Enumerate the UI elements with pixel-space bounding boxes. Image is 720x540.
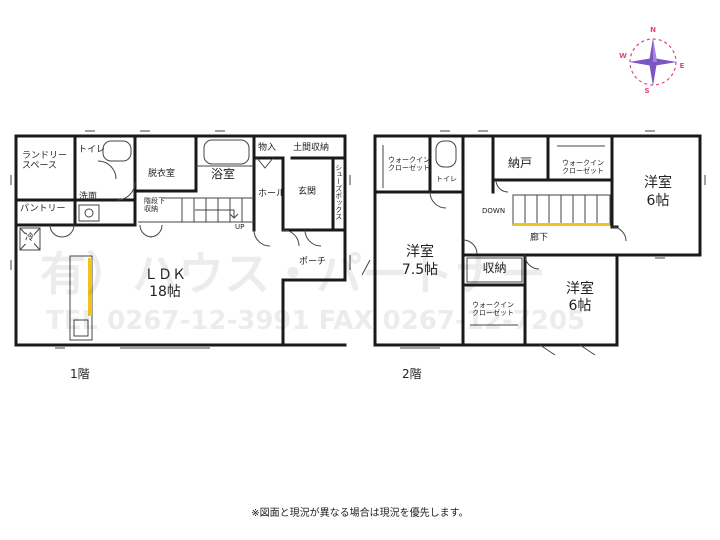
fridge-label: 冷 xyxy=(25,233,35,244)
room-corridor: 廊下 xyxy=(530,233,549,243)
room-bath: 浴室 xyxy=(211,167,236,181)
compass-w: W xyxy=(619,52,627,60)
room-toilet-1f: トイレ xyxy=(78,145,106,155)
room-nando: 納戸 xyxy=(508,156,533,170)
room-wic-right: ウォークイン クローゼット xyxy=(562,159,604,175)
stairs-up-label: UP xyxy=(235,223,245,231)
floor1-walls xyxy=(14,134,347,347)
room-western-se-size: 6帖 xyxy=(568,298,592,314)
disclaimer-note: ※図面と現況が異なる場合は現況を優先します。 xyxy=(251,508,469,519)
room-wic-bottom: ウォークイン クローゼット xyxy=(472,301,514,317)
compass-n: N xyxy=(650,26,656,34)
room-ldk-size: 18帖 xyxy=(149,284,181,300)
compass-rose: N E S W xyxy=(618,20,688,100)
room-washroom: 洗面 xyxy=(79,192,98,202)
room-western-se-name: 洋室 xyxy=(566,281,594,297)
floor2-thin-lines xyxy=(361,130,706,356)
room-hall: ホール xyxy=(258,189,286,199)
room-stair-storage: 階段下 収納 xyxy=(144,197,165,213)
room-shoebox: シューズボックス xyxy=(334,164,343,220)
room-porch: ポーチ xyxy=(299,257,327,267)
watermark-contact: TEL 0267-12-3991 FAX 0267-12-7205 xyxy=(46,306,586,336)
room-dressing: 脱衣室 xyxy=(148,169,176,179)
floor1-thin-lines xyxy=(10,130,351,349)
room-western-ne-name: 洋室 xyxy=(644,175,672,191)
room-laundry: ランドリー スペース xyxy=(22,151,68,171)
floor1-caption: 1階 xyxy=(70,367,90,381)
compass-e: E xyxy=(679,62,685,70)
room-pantry: パントリー xyxy=(20,204,66,214)
room-ldk-name: ＬＤＫ xyxy=(144,267,186,283)
room-western-w-name: 洋室 xyxy=(406,244,434,260)
compass-s: S xyxy=(644,87,650,95)
room-wic-left: ウォークイン クローゼット xyxy=(388,156,430,172)
room-toilet-2f: トイレ xyxy=(436,175,457,183)
floor2-caption: 2階 xyxy=(402,367,422,381)
room-entrance: 玄関 xyxy=(298,187,317,197)
watermark-company: 有）ハウス・パートナー xyxy=(40,247,546,301)
floor1-counter-accent xyxy=(88,258,92,316)
room-doma-storage: 土間収納 xyxy=(293,143,330,153)
room-western-w-size: 7.5帖 xyxy=(401,262,439,278)
room-storage-1f: 物入 xyxy=(258,143,277,153)
floor2-corridor-accent xyxy=(513,223,610,226)
room-storage-2f: 収納 xyxy=(482,261,507,275)
compass-icon xyxy=(629,38,677,86)
room-western-ne-size: 6帖 xyxy=(646,193,670,209)
stairs-down-label: DOWN xyxy=(482,207,506,215)
